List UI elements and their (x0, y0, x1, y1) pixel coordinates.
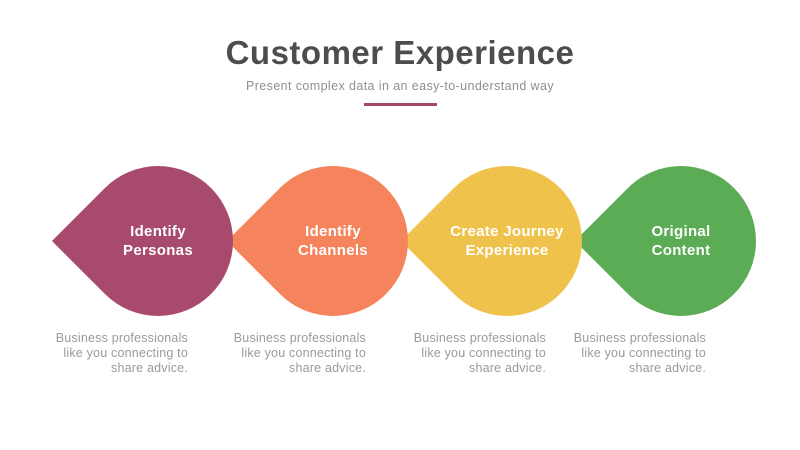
page-title: Customer Experience (225, 34, 575, 71)
step-label: Identify Channels (298, 222, 368, 260)
page-subtitle: Present complex data in an easy-to-under… (246, 79, 554, 93)
step-description: Business professionals like you connecti… (413, 331, 546, 375)
step-description: Business professionals like you connecti… (233, 331, 366, 375)
step-label: Create Journey Experience (450, 222, 564, 260)
step-label: Identify Personas (123, 222, 193, 260)
accent-underline (364, 103, 437, 106)
step-description: Business professionals like you connecti… (55, 331, 188, 375)
step-description: Business professionals like you connecti… (573, 331, 706, 375)
step-label: Original Content (651, 222, 711, 260)
